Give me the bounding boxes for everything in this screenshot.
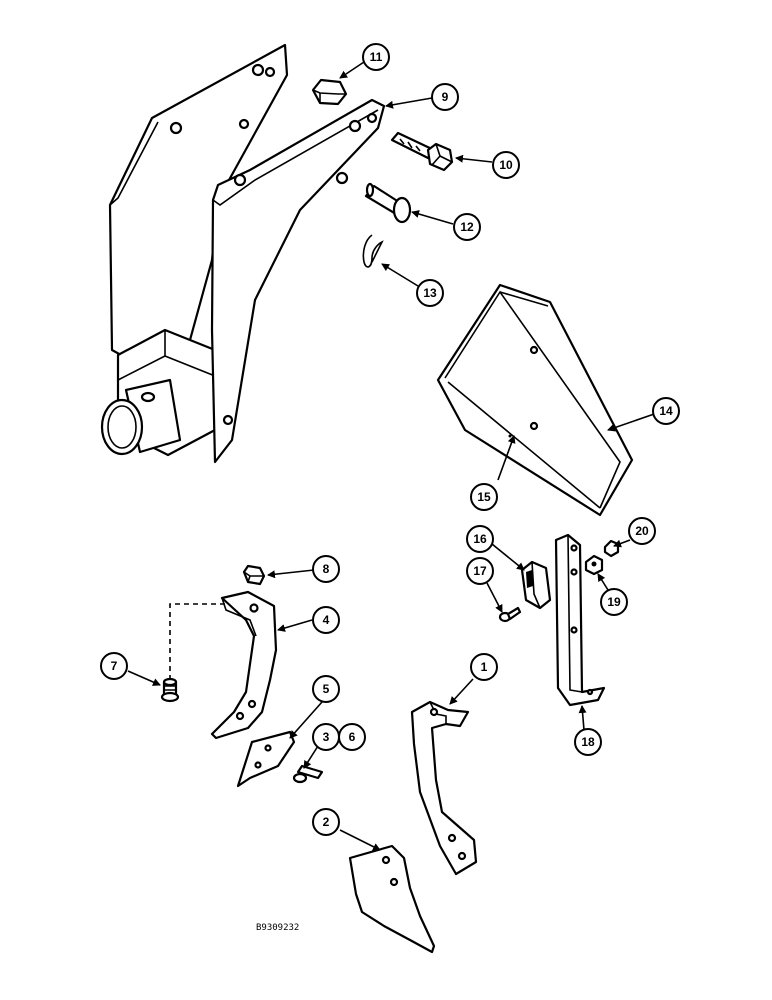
- svg-text:8: 8: [323, 562, 330, 576]
- callout-20: 20: [628, 517, 656, 545]
- carriage-bolt: [160, 603, 225, 703]
- smv-sign: [436, 283, 634, 517]
- hair-pin-clip: [362, 234, 384, 268]
- svg-text:13: 13: [423, 286, 437, 300]
- svg-text:7: 7: [111, 659, 118, 673]
- callout-9: 9: [431, 83, 459, 111]
- callout-15: 15: [470, 483, 498, 511]
- callout-3: 3: [312, 723, 340, 751]
- svg-text:10: 10: [499, 158, 513, 172]
- screw: [498, 606, 522, 623]
- callout-6: 6: [338, 723, 366, 751]
- callout-12: 12: [453, 213, 481, 241]
- svg-text:6: 6: [349, 730, 356, 744]
- rigid-shank: [410, 700, 478, 876]
- svg-text:15: 15: [477, 490, 491, 504]
- callout-16: 16: [466, 525, 494, 553]
- washer: [603, 539, 620, 558]
- mounting-bracket: [100, 43, 386, 464]
- callout-19: 19: [600, 588, 628, 616]
- spring-shank: [210, 590, 278, 740]
- callout-14: 14: [652, 397, 680, 425]
- svg-text:1: 1: [481, 660, 488, 674]
- sign-clamp: [520, 560, 552, 610]
- svg-text:14: 14: [659, 404, 673, 418]
- callout-10: 10: [492, 151, 520, 179]
- svg-text:5: 5: [323, 682, 330, 696]
- callout-11: 11: [362, 43, 390, 71]
- svg-text:16: 16: [473, 532, 487, 546]
- drawing-number: B9309232: [256, 923, 299, 933]
- svg-text:18: 18: [581, 735, 595, 749]
- nut: [311, 78, 348, 106]
- clevis-pin: [364, 182, 412, 224]
- lock-nut: [584, 554, 604, 576]
- svg-text:19: 19: [607, 595, 621, 609]
- callout-13: 13: [416, 279, 444, 307]
- svg-text:12: 12: [460, 220, 474, 234]
- svg-text:17: 17: [473, 564, 487, 578]
- callout-1: 1: [470, 653, 498, 681]
- large-shovel: [348, 844, 436, 954]
- leader-lines: [127, 61, 661, 851]
- svg-text:20: 20: [635, 524, 649, 538]
- small-shovel: [236, 730, 296, 788]
- callout-17: 17: [466, 557, 494, 585]
- callout-5: 5: [312, 675, 340, 703]
- callout-18: 18: [574, 728, 602, 756]
- svg-text:4: 4: [323, 613, 330, 627]
- svg-text:9: 9: [442, 90, 449, 104]
- svg-text:2: 2: [323, 815, 330, 829]
- bolt: [390, 131, 454, 172]
- callout-4: 4: [312, 606, 340, 634]
- callout-2: 2: [312, 808, 340, 836]
- callout-7: 7: [100, 652, 128, 680]
- svg-text:11: 11: [370, 50, 383, 64]
- svg-text:3: 3: [323, 730, 330, 744]
- plow-bolt: [292, 764, 324, 784]
- hex-nut: [242, 564, 266, 586]
- callout-8: 8: [312, 555, 340, 583]
- sign-bracket: [554, 533, 606, 707]
